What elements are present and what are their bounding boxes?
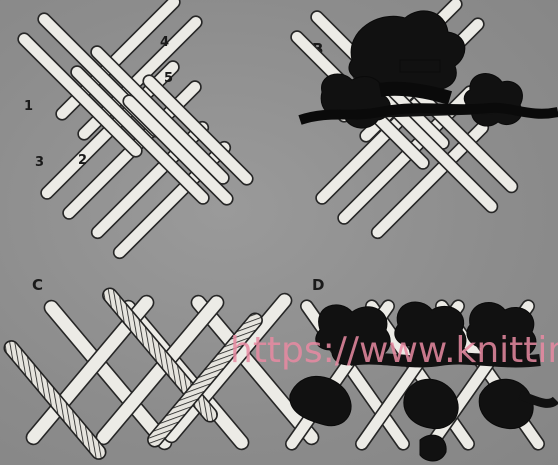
knot-blob bbox=[479, 379, 533, 428]
panel-c-lattice bbox=[1, 285, 321, 462]
knot-blob bbox=[404, 379, 458, 428]
panel-c-label: C bbox=[32, 276, 43, 294]
panel-d-cord bbox=[290, 302, 556, 461]
step-number-2: 2 bbox=[78, 153, 87, 168]
panel-a-lattice bbox=[16, 0, 256, 261]
step-number-4: 4 bbox=[160, 35, 169, 50]
knot-blob bbox=[420, 435, 446, 461]
knot-blob bbox=[464, 74, 522, 126]
step-number-5: 5 bbox=[164, 71, 173, 86]
step-number-3: 3 bbox=[35, 155, 44, 170]
panel-a: A 1 2 3 4 5 bbox=[16, 0, 256, 261]
knot-center bbox=[400, 60, 440, 72]
panel-d-label: D bbox=[312, 276, 324, 294]
step-number-1: 1 bbox=[24, 99, 33, 114]
watermark: https://www.knittin bbox=[230, 330, 558, 371]
panel-b: B bbox=[289, 0, 558, 241]
